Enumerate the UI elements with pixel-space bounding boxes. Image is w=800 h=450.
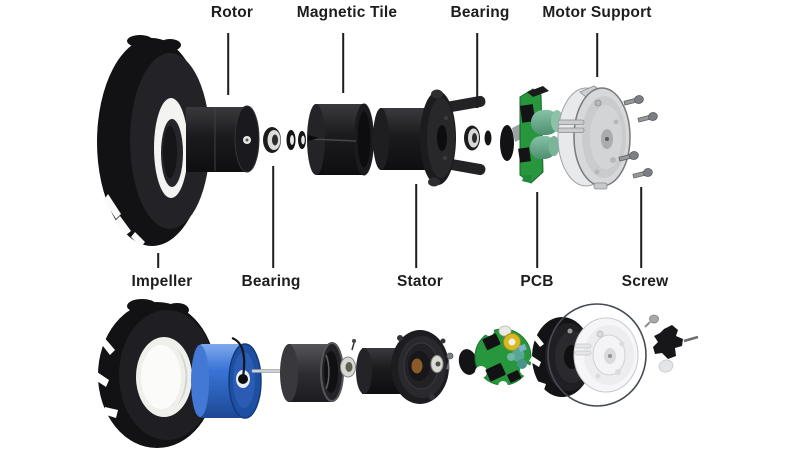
bearing-part-bottom [340,339,356,378]
label-bearing-top: Bearing [450,4,510,21]
leader-line-rotor [227,33,229,95]
bearing-part-top-2 [464,125,492,151]
impeller-part-bottom [94,299,216,448]
leader-line-pcb [536,192,538,268]
disc-part-bottom [458,349,478,375]
label-magnetic-tile: Magnetic Tile [296,4,398,21]
rotor-part-top [186,105,260,173]
rotor-part-bottom [191,336,289,419]
pcb-part-top [500,86,563,184]
bearing-part-top [263,127,306,153]
motor-support-part-bottom [547,303,647,407]
motor-support-part-top [557,85,631,190]
pcb-part-bottom [474,325,532,391]
label-motor-support: Motor Support [542,4,652,21]
stator-part-bottom [356,330,449,404]
bracket-part-bottom [653,325,699,373]
bottom-exploded-view [94,299,699,448]
screw-part-bottom [644,314,659,328]
impeller-part-top [97,35,210,247]
label-screw: Screw [621,273,669,290]
label-pcb: PCB [520,273,554,290]
magnetic-tile-part-top [307,103,374,176]
leader-line-stator [415,184,417,268]
screw-part-top [618,95,658,179]
leader-line-screw [640,187,642,268]
leader-line-bearing-top [476,33,478,108]
leader-line-magnetic-tile [342,33,344,93]
leader-line-bearing-bottom [272,166,274,268]
label-rotor: Rotor [210,4,254,21]
label-impeller: Impeller [131,273,193,290]
screw-small-part-bottom [446,352,454,370]
label-stator: Stator [397,273,443,290]
label-bearing-bottom: Bearing [241,273,301,290]
leader-line-motor-support [596,33,598,77]
top-exploded-view [97,35,658,247]
leader-line-impeller [157,253,159,268]
stator-part-top [373,89,486,187]
magnetic-tile-part-bottom [280,342,344,402]
